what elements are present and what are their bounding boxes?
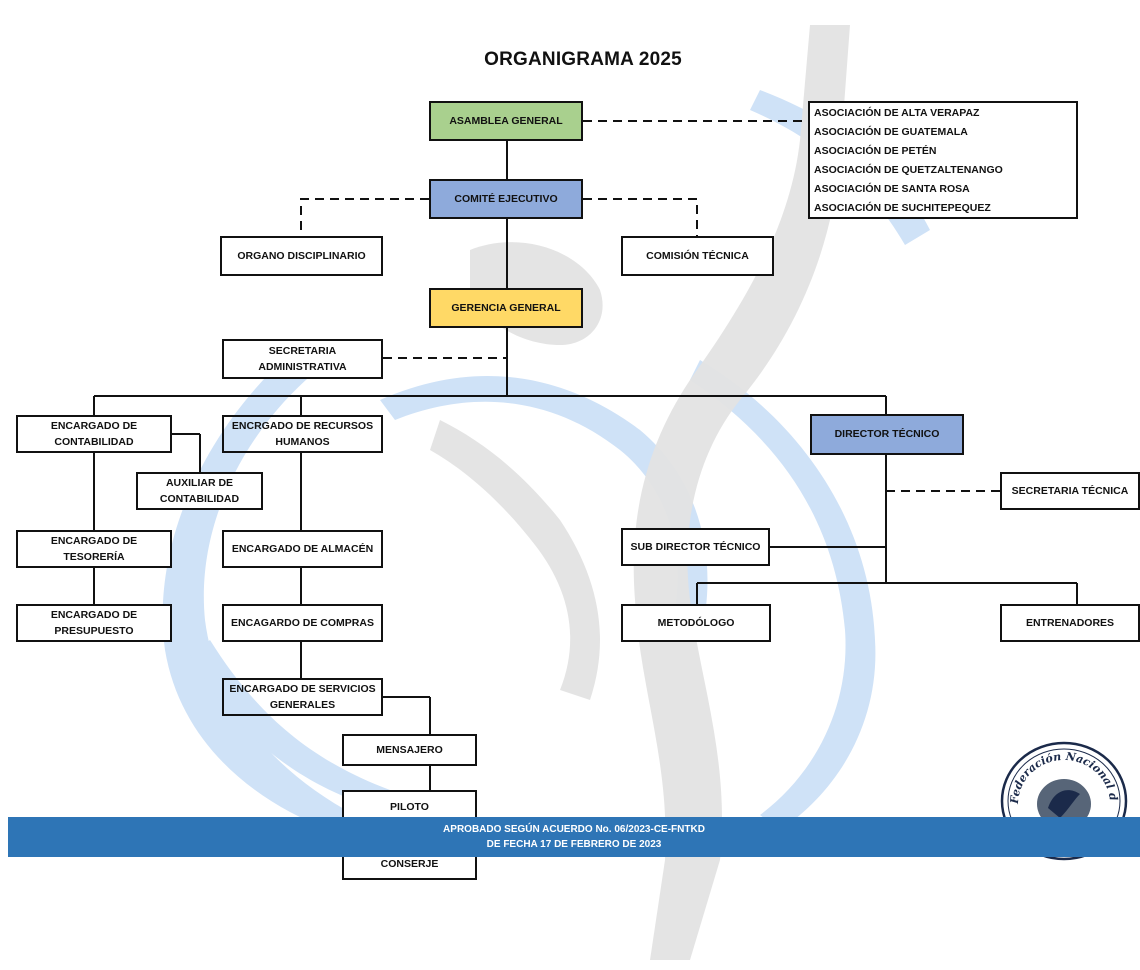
node-encargado-compras: ENCAGARDO DE COMPRAS — [222, 604, 383, 642]
node-entrenadores: ENTRENADORES — [1000, 604, 1140, 642]
node-label-line2: ADMINISTRATIVA — [258, 361, 347, 373]
node-comision-tecnica: COMISIÓN TÉCNICA — [621, 236, 774, 276]
node-label-line2: CONTABILIDAD — [159, 493, 240, 505]
footer-line-2: DE FECHA 17 DE FEBRERO DE 2023 — [486, 839, 662, 850]
node-auxiliar-contabilidad: AUXILIAR DE CONTABILIDAD — [136, 472, 263, 510]
node-label: SUB DIRECTOR TÉCNICO — [630, 540, 761, 553]
node-label: COMITÉ EJECUTIVO — [454, 192, 558, 205]
node-comite-ejecutivo: COMITÉ EJECUTIVO — [429, 179, 583, 219]
node-secretaria-tecnica: SECRETARIA TÉCNICA — [1000, 472, 1140, 510]
node-encargado-tesoreria: ENCARGADO DE TESORERÍA — [16, 530, 172, 568]
node-label-line1: ENCARGADO DE — [50, 534, 138, 547]
node-label-line1: SECRETARIA — [268, 344, 337, 357]
node-label: DIRECTOR TÉCNICO — [834, 428, 940, 441]
association-item: ASOCIACIÓN DE PETÉN — [814, 145, 937, 157]
node-label: ENTRENADORES — [1025, 616, 1115, 629]
node-label: GERENCIA GENERAL — [451, 301, 561, 314]
node-label: METODÓLOGO — [657, 616, 735, 629]
node-label-line1: ENCARGADO DE SERVICIOS — [229, 682, 376, 695]
node-label-line2: GENERALES — [269, 699, 336, 711]
association-item: ASOCIACIÓN DE SANTA ROSA — [814, 183, 970, 195]
association-item: ASOCIACIÓN DE QUETZALTENANGO — [814, 164, 1003, 176]
association-item: ASOCIACIÓN DE GUATEMALA — [814, 126, 968, 138]
node-label-line1: ENCRGADO DE RECURSOS — [231, 419, 374, 432]
node-asamblea-general: ASAMBLEA GENERAL — [429, 101, 583, 141]
node-gerencia-general: GERENCIA GENERAL — [429, 288, 583, 328]
node-encargado-recursos-humanos: ENCRGADO DE RECURSOS HUMANOS — [222, 415, 383, 453]
node-label: MENSAJERO — [376, 743, 443, 756]
node-label: CONSERJE — [380, 857, 439, 870]
node-label-line1: AUXILIAR DE — [165, 476, 234, 489]
node-label: COMISIÓN TÉCNICA — [646, 249, 749, 262]
node-label-line2: CONTABILIDAD — [54, 436, 134, 448]
node-label: ENCARGADO DE ALMACÉN — [231, 542, 374, 555]
node-label: PILOTO — [390, 800, 429, 813]
node-encargado-almacen: ENCARGADO DE ALMACÉN — [222, 530, 383, 568]
node-metodologo: METODÓLOGO — [621, 604, 771, 642]
page-title: ORGANIGRAMA 2025 — [484, 49, 682, 70]
node-organo-disciplinario: ORGANO DISCIPLINARIO — [220, 236, 383, 276]
node-label-line1: ENCARGADO DE — [50, 608, 138, 621]
node-label: ORGANO DISCIPLINARIO — [237, 249, 366, 262]
node-label: ASAMBLEA GENERAL — [449, 114, 563, 127]
association-item: ASOCIACIÓN DE ALTA VERAPAZ — [814, 107, 980, 119]
node-encargado-contabilidad: ENCARGADO DE CONTABILIDAD — [16, 415, 172, 453]
associations-list: ASOCIACIÓN DE ALTA VERAPAZ ASOCIACIÓN DE… — [808, 101, 1078, 219]
node-sub-director-tecnico: SUB DIRECTOR TÉCNICO — [621, 528, 770, 566]
footer-line-1: APROBADO SEGÚN ACUERDO No. 06/2023-CE-FN… — [443, 824, 705, 835]
federation-seal: Federación Nacional de Taekwondo de Guat… — [996, 738, 1128, 861]
node-encargado-presupuesto: ENCARGADO DE PRESUPUESTO — [16, 604, 172, 642]
association-item: ASOCIACIÓN DE SUCHITEPEQUEZ — [814, 202, 991, 214]
node-encargado-servicios-generales: ENCARGADO DE SERVICIOS GENERALES — [222, 678, 383, 716]
node-label-line2: TESORERÍA — [63, 551, 125, 563]
node-label-line2: HUMANOS — [275, 436, 330, 448]
node-label: ENCAGARDO DE COMPRAS — [231, 616, 374, 629]
approval-footer: APROBADO SEGÚN ACUERDO No. 06/2023-CE-FN… — [8, 817, 1140, 857]
node-label-line1: ENCARGADO DE — [50, 419, 138, 432]
node-label: SECRETARIA TÉCNICA — [1011, 484, 1129, 497]
node-label-line2: PRESUPUESTO — [54, 625, 134, 637]
node-mensajero: MENSAJERO — [342, 734, 477, 766]
node-director-tecnico: DIRECTOR TÉCNICO — [810, 414, 964, 455]
node-secretaria-administrativa: SECRETARIA ADMINISTRATIVA — [222, 339, 383, 379]
